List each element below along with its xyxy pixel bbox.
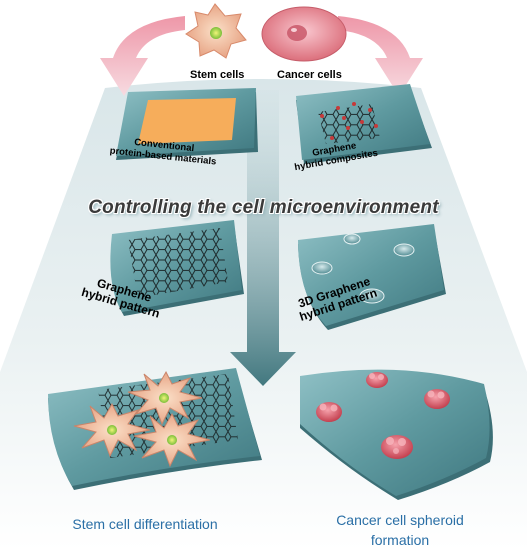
plate-cancer-spheroid [300, 369, 493, 500]
oxygen-groups [320, 102, 378, 140]
cancer-cell-icon [261, 6, 347, 62]
stem-cell-icon [185, 3, 247, 59]
spheroid [316, 402, 342, 422]
cancer-cells-label: Cancer cells [277, 69, 342, 81]
cancer-caption-line1: Cancer cell spheroid [336, 512, 464, 528]
spheroid [366, 372, 388, 388]
central-down-arrow [230, 90, 296, 386]
cancer-spheroid-caption: Cancer cell spheroid formation [300, 510, 500, 550]
well [393, 243, 415, 257]
well [343, 233, 361, 245]
headline: Controlling the cell microenvironment [88, 197, 439, 218]
stem-differentiation-caption: Stem cell differentiation [72, 516, 218, 532]
left-curved-arrow [100, 16, 185, 96]
stem-cell [73, 402, 151, 458]
plate-graphene-pattern [110, 220, 244, 316]
stem-cell [127, 370, 203, 426]
plate-conventional [116, 88, 258, 160]
plate-graphene-composite [296, 84, 432, 164]
spheroid [381, 435, 413, 459]
plate-stem-differentiation [48, 368, 262, 490]
spheroid [424, 389, 450, 409]
right-curved-arrow [338, 16, 423, 96]
plate-graphene-3d [298, 224, 446, 330]
stem-cells-label: Stem cells [190, 69, 245, 81]
cancer-caption-line2: formation [370, 532, 430, 548]
well [359, 288, 385, 304]
well [311, 261, 333, 275]
stem-cell [133, 412, 211, 468]
